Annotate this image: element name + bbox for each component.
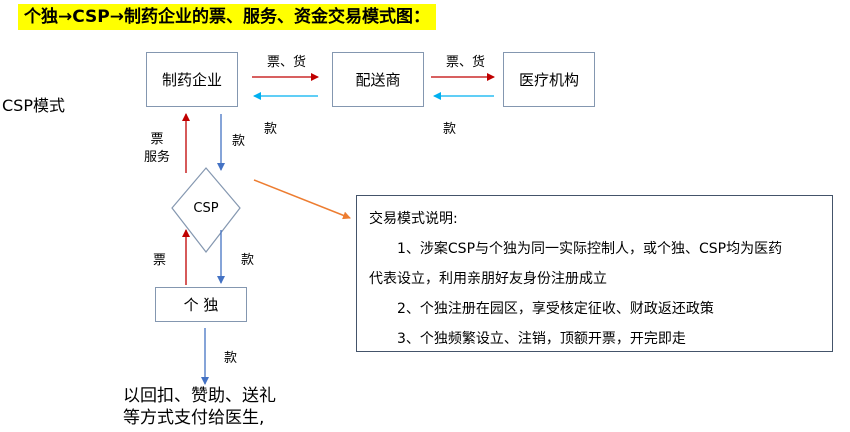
label-distributor-to-pharma: 款 (264, 122, 278, 137)
label-distributor-to-hospital: 票、货 (446, 55, 486, 70)
payment-method-line-1: 以回扣、赞助、送礼 (123, 386, 276, 406)
notes-item-1-line-2: 代表设立，利用亲朋好友身份注册成立 (369, 271, 607, 287)
node-hospital-label: 医疗机构 (518, 71, 579, 89)
notes-box: 交易模式说明: 1、涉案CSP与个独为同一实际控制人，或个独、CSP均为医药 代… (356, 195, 833, 352)
node-distributor: 配送商 (332, 52, 424, 107)
node-hospital: 医疗机构 (503, 52, 595, 107)
node-individual-label: 个 独 (183, 296, 219, 314)
label-pharma-to-distributor: 票、货 (267, 55, 307, 70)
label-csp-to-pharma-line1: 票 (150, 132, 164, 147)
notes-heading: 交易模式说明: (369, 211, 458, 227)
payment-method-line-2: 等方式支付给医生, (123, 408, 265, 428)
arrow-csp-to-notes (253, 179, 351, 220)
label-hospital-to-distributor: 款 (443, 122, 457, 137)
notes-item-2: 2、个独注册在园区，享受核定征收、财政返还政策 (397, 301, 714, 317)
csp-mode-label: CSP模式 (2, 96, 65, 115)
csp-label: CSP (193, 201, 219, 216)
node-individual: 个 独 (155, 287, 247, 322)
label-csp-to-individual: 款 (241, 253, 255, 268)
node-distributor-label: 配送商 (355, 71, 401, 89)
label-individual-out: 款 (224, 351, 238, 366)
label-pharma-to-csp: 款 (232, 134, 246, 149)
label-csp-to-pharma: 票 服务 (138, 131, 176, 167)
page-title: 个独→CSP→制药企业的票、服务、资金交易模式图： (18, 4, 436, 30)
csp-diamond (171, 167, 241, 253)
notes-item-3: 3、个独频繁设立、注销，顶额开票，开完即走 (397, 331, 686, 347)
notes-item-1-line-1: 1、涉案CSP与个独为同一实际控制人，或个独、CSP均为医药 (397, 241, 783, 257)
label-csp-to-pharma-line2: 服务 (143, 150, 170, 165)
node-pharma: 制药企业 (146, 52, 238, 107)
payment-method-text: 以回扣、赞助、送礼 等方式支付给医生, (123, 385, 276, 429)
node-pharma-label: 制药企业 (161, 71, 222, 89)
label-individual-to-csp: 票 (153, 253, 167, 268)
